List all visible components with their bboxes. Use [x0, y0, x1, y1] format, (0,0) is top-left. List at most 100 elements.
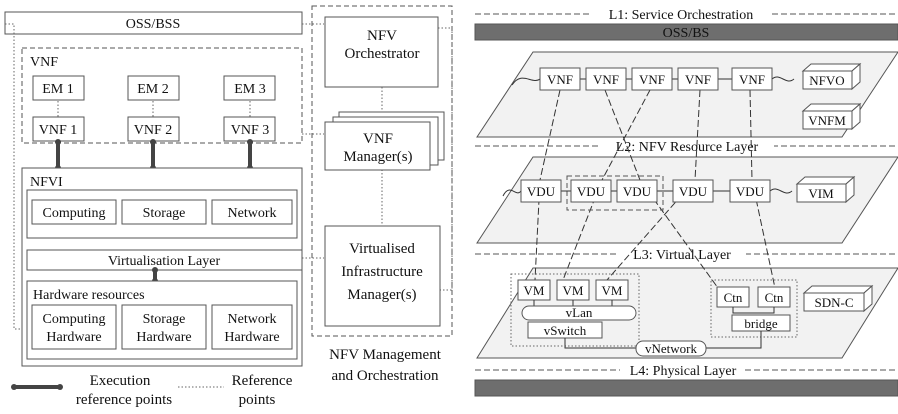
vnf-1-label: VNF 1: [39, 123, 78, 138]
vnf-chain-ingress: [511, 77, 541, 86]
chain-vnf-2-label: VNF: [593, 72, 619, 87]
vim-box: [324, 225, 441, 327]
vdu-4-box: [672, 179, 714, 203]
vdu-chain-ingress: [502, 189, 522, 197]
nfv-orchestrator-box: [324, 16, 439, 88]
vnf-3-label: VNF 3: [231, 123, 270, 138]
nfvo-cube: NFVO: [801, 62, 862, 91]
vdu-3-box: [616, 179, 658, 203]
hardware-resources-label: Hardware resources: [33, 288, 145, 303]
vdu-4-label: VDU: [679, 184, 708, 199]
mano-caption-line1: NFV Management: [329, 347, 442, 363]
vdu-1-label: VDU: [527, 184, 556, 199]
vim-line2: Infrastructure: [341, 264, 423, 280]
storage-hardware-line2: Hardware: [136, 330, 191, 345]
l1-label-bg: [592, 7, 770, 22]
vim-label: VIM: [808, 186, 834, 201]
vdu-2-box: [570, 179, 612, 203]
computing-hardware-line2: Hardware: [46, 330, 101, 345]
vnf-manager-line2: Manager(s): [343, 149, 412, 165]
vnf-group: [21, 47, 303, 144]
network-hardware-line2: Hardware: [224, 330, 279, 345]
computing-hardware-box: [31, 304, 117, 350]
l3-label-bg: [618, 247, 746, 262]
oss-hw-reference-link: [5, 23, 24, 330]
vnf2-exec-dot-top: [150, 139, 156, 145]
chain-vnf-3-label: VNF: [639, 72, 665, 87]
l2-label-bg: [600, 139, 774, 154]
oss-bs-bar: [474, 23, 898, 41]
virtual-network-box: [211, 199, 293, 225]
vdu-5-label: VDU: [736, 184, 765, 199]
vim-cube-top: [795, 176, 856, 185]
legend-execution-dot-left: [11, 384, 17, 390]
em-3-box: [223, 75, 276, 101]
chain-vnf-2-box: [585, 67, 627, 91]
vm-2-label: VM: [563, 283, 584, 298]
vdu-3-label: VDU: [623, 184, 652, 199]
nfvo-label: NFVO: [809, 73, 844, 88]
l4-label: L4: Physical Layer: [630, 364, 737, 379]
sdn-controller-cube: SDN-C: [802, 284, 874, 313]
chain-vnf-3-box: [631, 67, 673, 91]
vim-cube: VIM: [795, 175, 856, 204]
chain-vnf-1-label: VNF: [547, 72, 573, 87]
vlan-label: vLan: [566, 305, 593, 320]
legend-reference-line2: points: [239, 392, 276, 408]
virtual-network-label: Network: [228, 206, 277, 221]
vnetwork-pill: [635, 340, 707, 357]
vdu-2-label: VDU: [577, 184, 606, 199]
vnf-manager-box: [324, 121, 431, 171]
l1-label: L1: Service Orchestration: [609, 8, 754, 23]
nfvo-cube-top: [801, 63, 862, 72]
sdnc-cube-top: [802, 285, 874, 294]
legend-execution-dot-right: [57, 384, 63, 390]
virtualisation-layer-box: [26, 249, 303, 271]
etsi-architecture-panel: OSS/BSS VNF EM 1 EM 2 EM 3 VNF 1 VNF 2 V…: [4, 5, 453, 408]
virtual-storage-label: Storage: [143, 206, 186, 221]
vdu-5-box: [729, 179, 771, 203]
vnf1-exec-dot-top: [55, 139, 61, 145]
virtual-storage-box: [121, 199, 207, 225]
vnf-group-label: VNF: [30, 55, 58, 70]
computing-hardware-line1: Computing: [42, 312, 105, 327]
vlan-pill: [521, 305, 637, 321]
sdnc-label: SDN-C: [814, 295, 853, 310]
vnf-chain-egress: [771, 76, 795, 82]
nfvi-label: NFVI: [30, 175, 63, 190]
chain-vnf-1-box: [539, 67, 581, 91]
chain-vnf-4-label: VNF: [685, 72, 711, 87]
vswitch-label: vSwitch: [544, 323, 587, 338]
legend-execution-line1: Execution: [90, 373, 151, 389]
l2-label: L2: NFV Resource Layer: [616, 140, 759, 155]
vswitch-vnetwork-link: [564, 338, 636, 349]
sdnc-cube-front: [803, 292, 865, 312]
network-hardware-box: [211, 304, 293, 350]
em-2-box: [127, 75, 180, 101]
em-2-label: EM 2: [137, 82, 169, 97]
nfvo-cube-front: [802, 70, 853, 90]
chain-vnf-5-label: VNF: [739, 72, 765, 87]
vnf-manager-line1: VNF: [363, 131, 393, 147]
legend-reference-line1: Reference: [232, 373, 293, 389]
l4-label-bg: [620, 363, 744, 378]
container-host-group: [710, 279, 798, 338]
virt-hw-exec-dot-top: [152, 267, 158, 273]
storage-hardware-box: [121, 304, 207, 350]
nfv-mano-group: [311, 5, 453, 337]
ctn-bridge-link: [732, 307, 775, 314]
nfv-orchestrator-line2: Orchestrator: [345, 46, 420, 62]
bridge-label: bridge: [744, 316, 777, 331]
vm-1-label: VM: [524, 283, 545, 298]
network-hardware-line1: Network: [228, 312, 277, 327]
vm-host-group: [510, 273, 640, 347]
virtualisation-layer-label: Virtualisation Layer: [108, 254, 221, 269]
vim-cube-front: [796, 183, 847, 203]
vdu-1-box: [520, 179, 562, 203]
vim-line3: Manager(s): [347, 287, 416, 303]
chain-vnf-5-box: [731, 67, 773, 91]
ctn-1-label: Ctn: [724, 290, 743, 305]
oss-bs-label: OSS/BS: [663, 26, 710, 41]
oss-bss-label: OSS/BSS: [126, 17, 180, 32]
